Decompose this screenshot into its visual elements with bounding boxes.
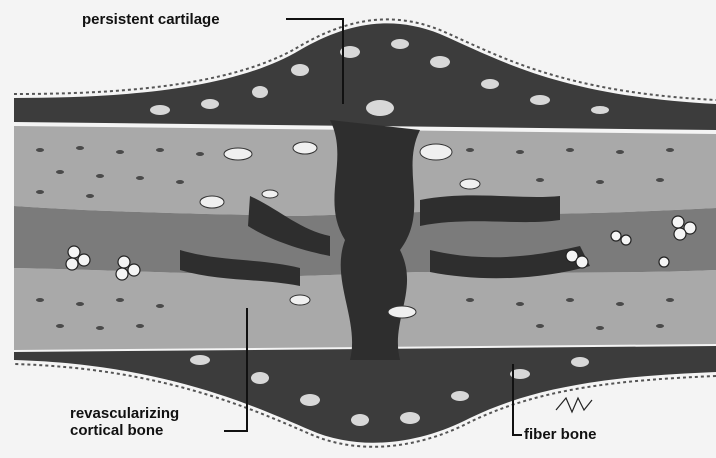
revascularizing-cortical-bone-label: revascularizing cortical bone xyxy=(70,405,179,439)
persistent-cartilage-label: persistent cartilage xyxy=(82,11,220,28)
leader-persistent-cartilage-horizontal xyxy=(286,18,344,20)
leader-fiber-bone-vertical xyxy=(512,364,514,436)
fiber-bone-label: fiber bone xyxy=(524,426,597,443)
leader-revascularizing-horizontal xyxy=(224,430,248,432)
revascularizing-label-line2: cortical bone xyxy=(70,422,179,439)
leader-persistent-cartilage-vertical xyxy=(342,18,344,104)
leader-revascularizing-vertical xyxy=(246,308,248,432)
revascularizing-label-line1: revascularizing xyxy=(70,405,179,422)
